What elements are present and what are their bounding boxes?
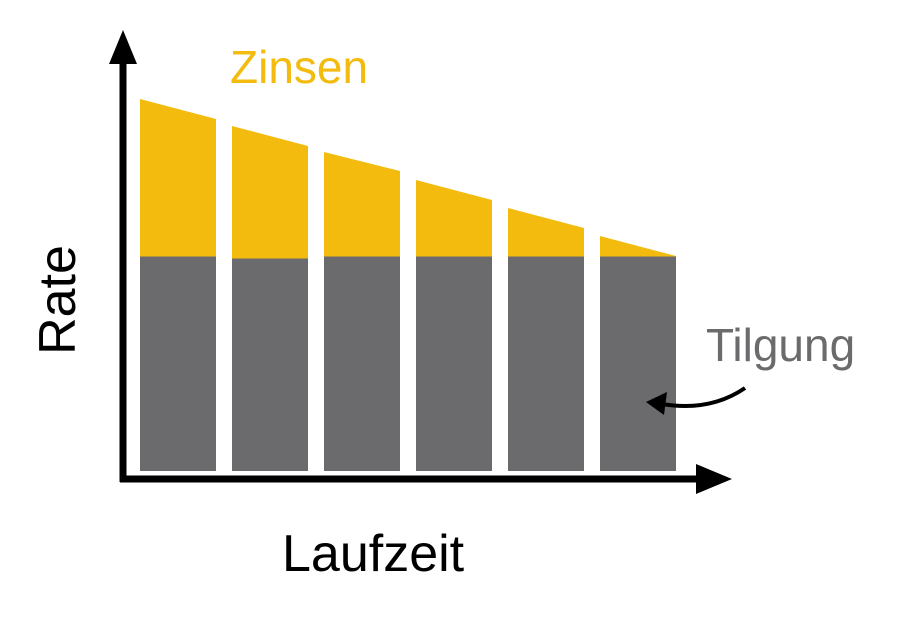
bar-tilgung-5 bbox=[508, 256, 584, 471]
bars bbox=[140, 99, 676, 471]
bar-tilgung-1 bbox=[140, 256, 216, 471]
x-axis-label: Laufzeit bbox=[282, 525, 465, 583]
series-label-zinsen: Zinsen bbox=[230, 41, 369, 93]
bar-zinsen-5 bbox=[508, 208, 584, 257]
bar-tilgung-6 bbox=[600, 256, 676, 471]
y-axis-label: Rate bbox=[29, 245, 87, 355]
bar-zinsen-6 bbox=[600, 236, 676, 257]
bar-zinsen-4 bbox=[416, 180, 492, 257]
tilgung-pointer-arrow bbox=[661, 386, 747, 408]
series-label-tilgung: Tilgung bbox=[706, 319, 856, 371]
bar-zinsen-3 bbox=[324, 152, 400, 257]
bar-tilgung-4 bbox=[416, 256, 492, 471]
y-axis-arrowhead bbox=[109, 30, 137, 64]
bar-zinsen-2 bbox=[232, 126, 308, 259]
bar-tilgung-2 bbox=[232, 258, 308, 471]
tilgung-pointer-arrowhead bbox=[646, 392, 667, 415]
x-axis-arrowhead bbox=[696, 464, 732, 494]
bar-tilgung-3 bbox=[324, 256, 400, 471]
bar-zinsen-1 bbox=[140, 99, 216, 257]
